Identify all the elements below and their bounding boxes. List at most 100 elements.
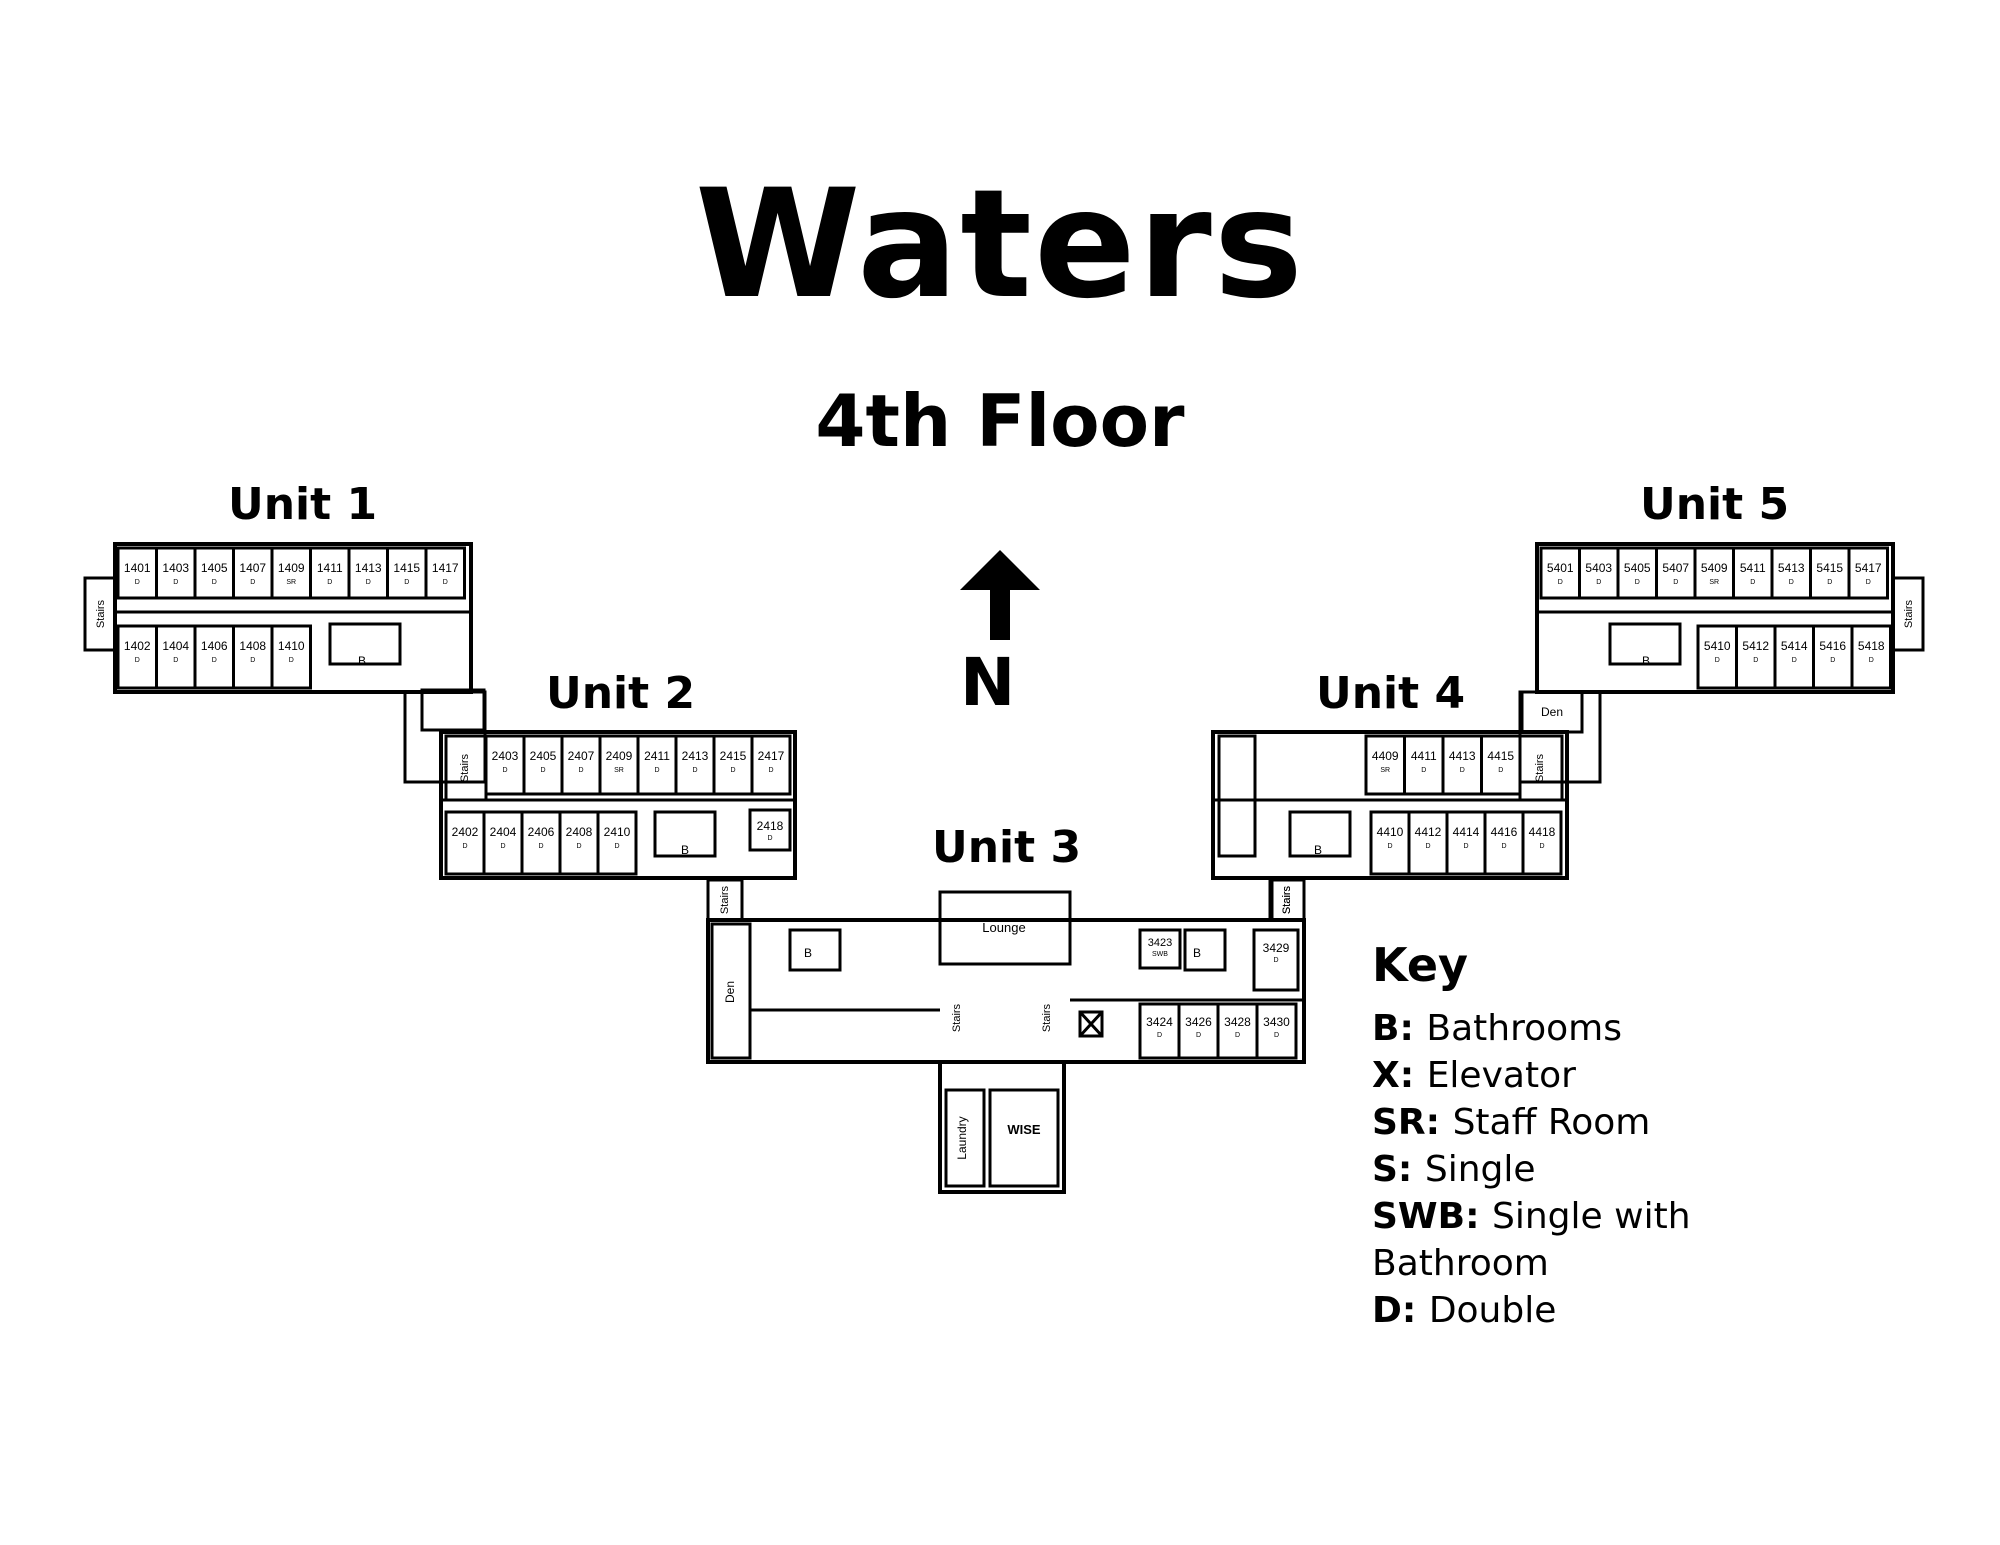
room-type-1408: D — [250, 657, 255, 664]
key-code: X: — [1372, 1054, 1427, 1096]
floor-subtitle: 4th Floor — [815, 379, 1185, 463]
room-type-1413: D — [366, 579, 371, 586]
room-type-5412: D — [1753, 657, 1758, 664]
key-item: SR: Staff Room — [1372, 1099, 1792, 1146]
unit-1-stairs — [83, 576, 117, 652]
room-number-2404: 2404 — [490, 825, 517, 839]
room-number-2410: 2410 — [604, 825, 631, 839]
north-arrow-icon — [960, 550, 1040, 640]
room-1417 — [424, 546, 466, 600]
unit-3-laundry — [944, 1088, 986, 1188]
unit-4-outline — [1211, 730, 1569, 880]
room-number-2411: 2411 — [644, 749, 670, 763]
connector-1-2-room — [420, 688, 486, 732]
room-number-1402: 1402 — [124, 639, 151, 653]
room-number-2406: 2406 — [528, 825, 555, 839]
room-type-5407: D — [1673, 579, 1678, 586]
room-type-2418: D — [767, 835, 772, 842]
room-number-4413: 4413 — [1449, 749, 1476, 763]
room-3428 — [1216, 1002, 1259, 1060]
unit-5-stairs-label: Stairs — [1903, 599, 1915, 628]
room-5417 — [1847, 546, 1889, 600]
room-number-5412: 5412 — [1742, 639, 1769, 653]
key-item: X: Elevator — [1372, 1052, 1792, 1099]
unit-4-stairs-south-label: Stairs — [1281, 885, 1293, 914]
room-number-5411: 5411 — [1740, 561, 1766, 575]
room-type-1404: D — [173, 657, 178, 664]
key-item: D: Double — [1372, 1287, 1792, 1334]
room-type-2410: D — [614, 843, 619, 850]
room-2407 — [560, 734, 602, 796]
key-item: B: Bathrooms — [1372, 1005, 1792, 1052]
room-number-3430: 3430 — [1263, 1015, 1290, 1029]
room-type-1407: D — [250, 579, 255, 586]
room-type-5416: D — [1830, 657, 1835, 664]
room-type-5413: D — [1789, 579, 1794, 586]
room-type-4418: D — [1539, 843, 1544, 850]
room-type-5410: D — [1715, 657, 1720, 664]
room-number-4409: 4409 — [1372, 749, 1399, 763]
room-type-4411: D — [1421, 767, 1426, 774]
room-type-1402: D — [135, 657, 140, 664]
room-type-4413: D — [1460, 767, 1465, 774]
room-number-1403: 1403 — [162, 561, 189, 575]
key-text: Elevator — [1426, 1054, 1576, 1096]
room-5418 — [1850, 624, 1892, 690]
room-3423 — [1138, 928, 1182, 970]
room-type-2408: D — [576, 843, 581, 850]
room-2413 — [674, 734, 716, 796]
room-number-3424: 3424 — [1146, 1015, 1173, 1029]
key-text: Single — [1424, 1148, 1536, 1190]
room-number-1406: 1406 — [201, 639, 228, 653]
room-type-2407: D — [578, 767, 583, 774]
room-number-5416: 5416 — [1819, 639, 1846, 653]
unit-3-stairs-center-west-label: Stairs — [951, 1003, 963, 1032]
room-2409 — [598, 734, 640, 796]
key-code: D: — [1372, 1289, 1429, 1331]
unit-5-stairs — [1891, 576, 1925, 652]
room-number-1410: 1410 — [278, 639, 305, 653]
room-type-3423: SWB — [1152, 951, 1168, 958]
room-4411 — [1403, 734, 1445, 796]
room-type-1401: D — [135, 579, 140, 586]
room-type-5415: D — [1827, 579, 1832, 586]
room-number-2405: 2405 — [530, 749, 557, 763]
unit-4-bathroom-label: B — [1314, 843, 1322, 857]
key-text: Single with Bathroom — [1372, 1195, 1691, 1284]
room-number-2402: 2402 — [452, 825, 479, 839]
unit-1-bathroom — [328, 622, 402, 666]
room-number-5414: 5414 — [1781, 639, 1808, 653]
room-number-5409: 5409 — [1701, 561, 1728, 575]
room-number-2403: 2403 — [492, 749, 519, 763]
room-2417 — [750, 734, 792, 796]
room-type-2417: D — [768, 767, 773, 774]
room-type-1403: D — [173, 579, 178, 586]
room-type-5403: D — [1596, 579, 1601, 586]
room-number-5413: 5413 — [1778, 561, 1805, 575]
room-type-2413: D — [692, 767, 697, 774]
room-number-4414: 4414 — [1453, 825, 1480, 839]
room-1410 — [270, 624, 312, 690]
room-2411 — [636, 734, 678, 796]
room-2405 — [522, 734, 564, 796]
room-type-1415: D — [404, 579, 409, 586]
unit-1-bathroom-label: B — [358, 654, 366, 668]
room-number-2417: 2417 — [758, 749, 785, 763]
room-number-2418: 2418 — [757, 819, 784, 833]
room-type-2409: SR — [614, 767, 624, 774]
unit-1-stairs-label: Stairs — [95, 599, 107, 628]
unit-2-stairs-label: Stairs — [459, 753, 471, 782]
room-3430 — [1255, 1002, 1298, 1060]
room-number-1417: 1417 — [432, 561, 459, 575]
unit-4-bathroom — [1288, 810, 1352, 858]
key-item: S: Single — [1372, 1146, 1792, 1193]
room-number-5407: 5407 — [1662, 561, 1689, 575]
room-3429 — [1252, 928, 1300, 992]
unit-3-lounge — [938, 890, 1072, 966]
map-title: Waters — [694, 158, 1306, 332]
room-number-5418: 5418 — [1858, 639, 1885, 653]
room-type-3424: D — [1157, 1032, 1162, 1039]
room-type-2415: D — [730, 767, 735, 774]
key-item: SWB: Single with Bathroom — [1372, 1193, 1792, 1287]
